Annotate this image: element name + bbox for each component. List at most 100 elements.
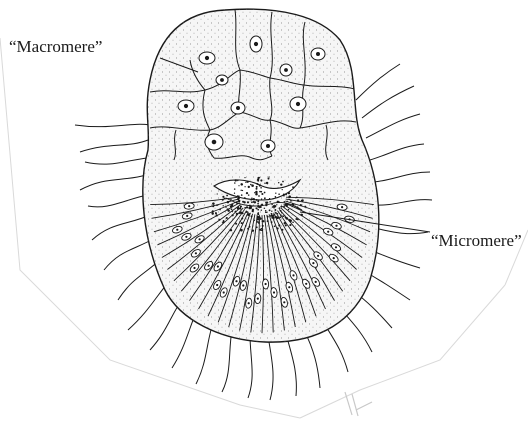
granule <box>257 209 259 211</box>
granule <box>293 204 294 205</box>
micromere-nucleolus <box>242 284 244 286</box>
granule <box>254 192 255 193</box>
granule <box>289 219 292 222</box>
granule <box>244 186 245 187</box>
granule <box>247 181 249 183</box>
granule <box>265 210 266 211</box>
granule <box>240 205 242 207</box>
granule <box>212 202 215 205</box>
granule <box>226 217 228 219</box>
granule <box>257 177 259 179</box>
granule <box>227 201 230 204</box>
granule <box>239 221 241 223</box>
granule <box>240 183 242 185</box>
granule <box>271 221 273 223</box>
micromere-nucleolus <box>335 246 337 248</box>
granule <box>238 196 239 197</box>
granule <box>287 201 288 202</box>
granule <box>219 219 221 221</box>
granule <box>261 204 263 206</box>
granule <box>261 193 263 195</box>
granule <box>256 186 258 188</box>
granule <box>259 216 261 218</box>
granule <box>300 214 303 217</box>
granule <box>232 210 234 212</box>
granule <box>250 199 252 201</box>
granule <box>267 216 269 218</box>
granule <box>297 199 300 202</box>
granule <box>298 208 299 209</box>
granule <box>212 205 214 207</box>
granule <box>257 213 259 215</box>
granule <box>256 199 258 201</box>
granule <box>212 210 214 212</box>
granule <box>264 197 266 199</box>
granule <box>234 193 235 194</box>
granule <box>283 194 285 196</box>
granule <box>253 198 255 200</box>
granule <box>255 207 256 208</box>
granule <box>273 214 275 216</box>
granule <box>275 196 277 198</box>
granule <box>217 193 218 194</box>
granule <box>277 227 279 229</box>
granule <box>250 206 251 207</box>
granule <box>260 187 262 189</box>
granule <box>289 224 291 226</box>
granule <box>258 195 260 197</box>
granule <box>266 202 268 204</box>
granule <box>279 207 281 209</box>
granule <box>223 205 224 206</box>
granule <box>282 189 283 190</box>
granule <box>238 185 239 186</box>
granule <box>256 188 258 190</box>
granule <box>248 186 250 188</box>
granule <box>267 220 269 222</box>
granule <box>251 201 253 203</box>
granule <box>281 212 282 213</box>
micromere-nucleolus <box>312 262 314 264</box>
granule <box>264 182 265 183</box>
granule <box>223 220 225 222</box>
granule <box>277 201 279 203</box>
granule <box>282 181 284 183</box>
granule <box>239 212 241 214</box>
granule <box>271 211 272 212</box>
granule <box>270 215 272 217</box>
granule <box>280 206 282 208</box>
granule <box>216 214 218 216</box>
granule <box>226 195 228 197</box>
granule <box>288 195 291 198</box>
granule <box>271 204 272 205</box>
granule <box>256 183 258 185</box>
granule <box>260 179 262 181</box>
granule <box>219 209 221 211</box>
micromere-nucleolus <box>265 283 267 285</box>
micromere-nucleolus <box>292 274 294 276</box>
micromere-nucleolus <box>335 225 337 227</box>
granule <box>234 188 235 189</box>
granule <box>250 184 252 186</box>
granule <box>292 206 293 207</box>
micromere-nucleolus <box>223 291 225 293</box>
granule <box>264 192 266 194</box>
granule <box>304 206 306 208</box>
granule <box>301 200 303 202</box>
granule <box>234 182 236 184</box>
granule <box>288 209 290 211</box>
granule <box>248 194 249 195</box>
granule <box>265 211 267 213</box>
granule <box>239 207 241 209</box>
granule <box>244 207 246 209</box>
granule <box>261 209 262 210</box>
granule <box>285 194 287 196</box>
granule <box>276 204 277 205</box>
granule <box>285 224 287 226</box>
micromere-label: “Micromere” <box>431 231 522 250</box>
granule <box>251 215 253 217</box>
granule <box>278 182 279 183</box>
granule <box>239 200 240 201</box>
granule <box>252 230 254 232</box>
granule <box>247 201 249 203</box>
